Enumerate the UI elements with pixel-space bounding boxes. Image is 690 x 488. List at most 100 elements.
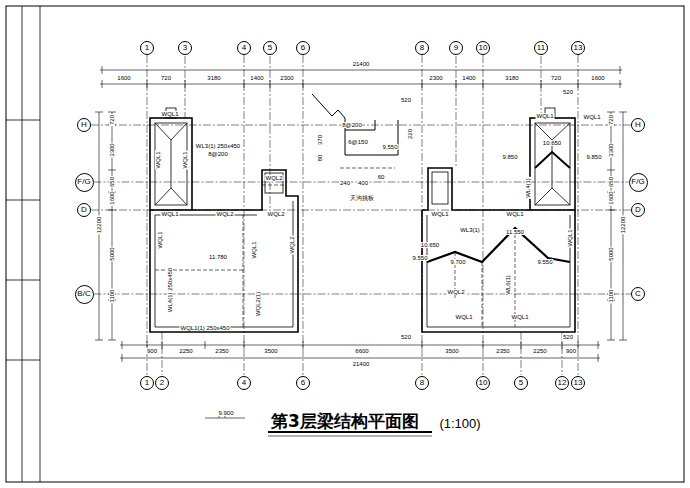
axis-bubble: 2 xyxy=(155,376,169,390)
axis-label: D xyxy=(635,206,641,214)
plan-label: 1600 xyxy=(109,190,115,205)
outer-wall xyxy=(422,168,575,332)
plan-label: 3500 xyxy=(444,348,459,354)
title-underline xyxy=(268,436,432,437)
plan-label: 12200 xyxy=(96,216,102,235)
axis-bubble: 10 xyxy=(476,376,490,390)
plan-label: 1600 xyxy=(608,190,614,205)
plan-label: 1400 xyxy=(249,75,264,81)
axis-label: 13 xyxy=(574,379,583,387)
beam-line xyxy=(455,228,515,327)
plan-label: 3500 xyxy=(263,348,278,354)
plan-label: WQL2 xyxy=(289,235,295,254)
plan-label: 6@150 xyxy=(347,139,368,145)
plan-label: 10.650 xyxy=(542,140,562,146)
plan-label: 650 xyxy=(109,176,115,188)
plan-label: 720 xyxy=(109,114,115,126)
axis-bubble: 1 xyxy=(140,376,154,390)
axis-line xyxy=(422,55,423,376)
plan-label: 2250 xyxy=(178,348,193,354)
axis-bubble: 8 xyxy=(415,41,429,55)
axis-label: 4 xyxy=(242,44,246,52)
plan-label: WQL1 xyxy=(155,150,161,169)
plan-label: 5000 xyxy=(109,246,115,261)
gable-line xyxy=(427,228,570,262)
axis-label: 4 xyxy=(242,379,246,387)
title-strip xyxy=(6,6,40,482)
axis-bubble: 4 xyxy=(237,376,251,390)
plan-label: WQL2 xyxy=(264,175,283,181)
plan-label: WQL1(1) 250x450 xyxy=(179,325,230,331)
axis-label: 5 xyxy=(268,44,272,52)
plan-label: WQL1 xyxy=(182,150,188,169)
axis-label: C xyxy=(635,290,641,298)
plan-label: 9.850 xyxy=(585,154,602,160)
plan-label: WQL1 xyxy=(535,113,554,119)
plan-label: 650 xyxy=(608,176,614,188)
axis-label: F/G xyxy=(631,178,644,186)
axis-label: 11 xyxy=(537,44,545,52)
plan-label: WL6(1) xyxy=(505,274,511,296)
plan-label: WQL2 xyxy=(266,211,285,217)
axis-bubble: 5 xyxy=(263,41,277,55)
drawing-frame xyxy=(6,6,684,482)
plan-label: 2300 xyxy=(279,75,294,81)
axis-label: 10 xyxy=(479,44,488,52)
plan-label: 1100 xyxy=(109,289,115,304)
plan-label: 900 xyxy=(146,348,158,354)
plan-label: WQL1 xyxy=(430,211,449,217)
axis-label: D xyxy=(81,206,87,214)
drawing-title: 第3层梁结构平面图 xyxy=(271,413,419,430)
plan-label: 天沟挑板 xyxy=(349,195,375,201)
axis-bubble: H xyxy=(631,118,645,132)
plan-label: 2350 xyxy=(214,348,229,354)
axis-bubble: 1 xyxy=(140,41,154,55)
tower-roof xyxy=(535,123,570,205)
axis-bubble: C xyxy=(631,287,645,301)
plan-label: WQL1 xyxy=(251,240,257,259)
axis-bubble: 6 xyxy=(296,41,310,55)
plan-label: 520 xyxy=(562,334,574,340)
axis-label: 2 xyxy=(160,379,164,387)
plan-label: 1600 xyxy=(116,75,131,81)
plan-label: 10.650 xyxy=(420,242,440,248)
plan-label: WQL1 xyxy=(505,211,524,217)
dimension-line xyxy=(100,66,622,88)
plan-label: 1400 xyxy=(461,75,476,81)
axis-label: B/C xyxy=(77,290,90,298)
plan-label: WQL1 xyxy=(160,211,179,217)
axis-bubble: 8 xyxy=(415,376,429,390)
axis-bubble: 6 xyxy=(296,376,310,390)
plan-label: 11.550 xyxy=(505,229,525,235)
axis-bubble: 11 xyxy=(534,41,548,55)
plan-label: WQL1 xyxy=(157,230,163,249)
tower-wall xyxy=(150,118,192,210)
plan-label: 9.700 xyxy=(449,259,466,265)
plan-label: 1100 xyxy=(608,289,614,304)
plan-label: 8@200 xyxy=(341,122,362,128)
axis-line xyxy=(578,55,579,376)
hip-line xyxy=(155,123,187,205)
plan-label: WQL1 xyxy=(582,114,601,120)
plan-label: 520 xyxy=(400,334,412,340)
axis-line xyxy=(244,55,245,376)
plan-label: 8@200 xyxy=(207,151,228,157)
plan-label: 720 xyxy=(160,75,172,81)
plan-label: WQL1 xyxy=(160,111,179,117)
plan-label: WL3(1) 250x450 xyxy=(195,143,241,149)
inner-wall xyxy=(155,201,293,327)
axis-bubble: 12 xyxy=(555,376,569,390)
inner-wall xyxy=(427,215,570,327)
axis-bubble: D xyxy=(631,203,645,217)
axis-label: 6 xyxy=(301,379,305,387)
gable-line xyxy=(535,152,570,168)
tower-roof xyxy=(155,123,187,205)
axis-bubble: H xyxy=(77,118,91,132)
axis-bubble: B/C xyxy=(75,285,94,304)
axis-label: 10 xyxy=(479,379,488,387)
axis-bubble: F/G xyxy=(629,173,648,192)
axis-line xyxy=(147,55,148,376)
axis-bubble: D xyxy=(77,203,91,217)
plan-label: 9.900 xyxy=(217,410,234,416)
beam-line xyxy=(155,185,285,327)
